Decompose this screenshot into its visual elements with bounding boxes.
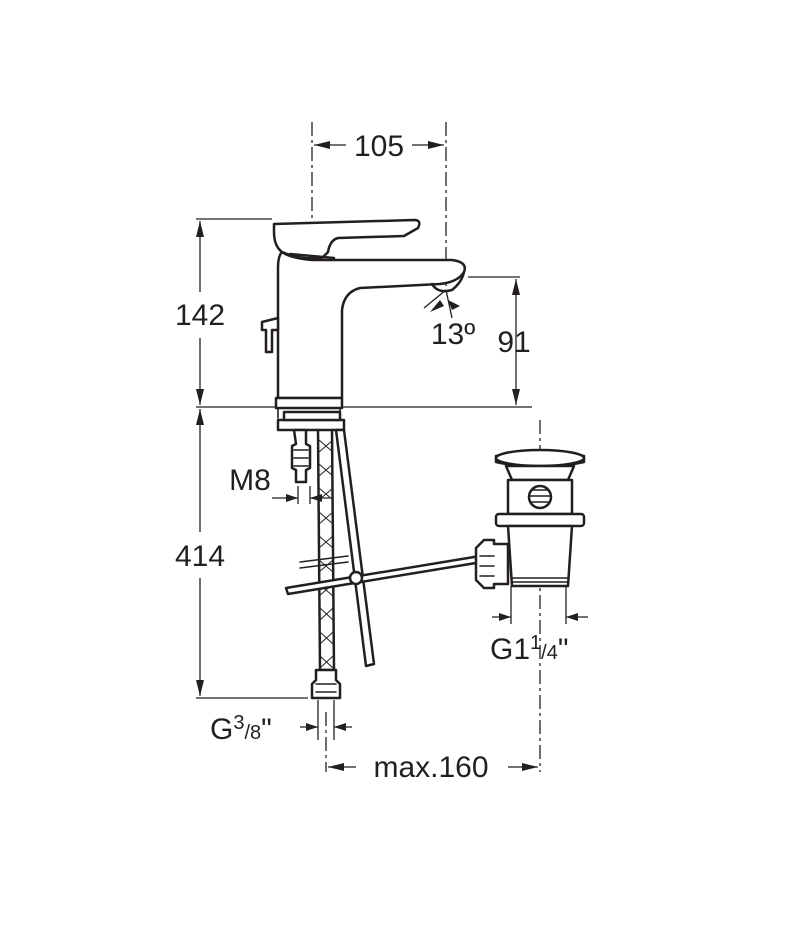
lever-handle: [272, 218, 421, 260]
dim-91: [512, 279, 520, 405]
dim-142-label: 142: [175, 299, 225, 332]
dim-max160-label: max.160: [373, 751, 488, 784]
dim-g114-label: G11/4": [490, 632, 569, 666]
dim-414: [196, 409, 204, 696]
dim-13-angle: [423, 289, 460, 319]
dim-414-label: 414: [175, 540, 225, 573]
dim-91-label: 91: [497, 326, 530, 359]
dim-m8-label: M8: [229, 464, 271, 497]
dim-105: [314, 141, 444, 149]
base-plate: [274, 396, 344, 410]
pop-up-knob: [260, 316, 280, 354]
dim-max160: [328, 763, 538, 771]
dim-g38-label: G3/8": [210, 712, 272, 746]
flex-hose: [299, 428, 349, 700]
dim-13-label: 13º: [431, 318, 475, 351]
extension-lines: [196, 218, 567, 740]
waste-side-fitting: [474, 538, 510, 590]
lift-rod: [284, 428, 484, 668]
dim-105-label: 105: [354, 130, 404, 163]
dim-g38: [300, 723, 352, 731]
faucet-column: [276, 250, 466, 400]
mounting-hardware: [276, 410, 346, 484]
dim-g114: [492, 613, 588, 621]
dim-142: [196, 221, 204, 405]
pop-up-waste: [474, 448, 586, 590]
